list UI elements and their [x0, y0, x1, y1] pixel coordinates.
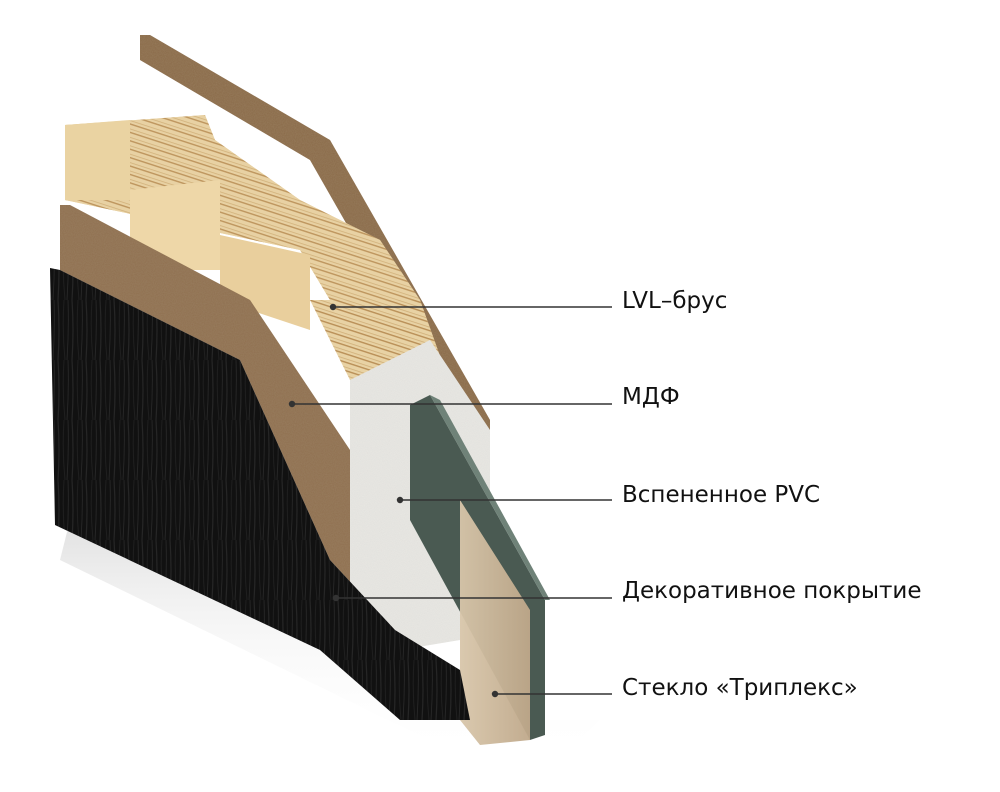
- label-foamed-pvc: Вспененное PVC: [622, 482, 821, 508]
- label-triplex-glass: Стекло «Триплекс»: [622, 675, 858, 701]
- leader-decorative-coating-dot: [332, 594, 340, 602]
- decorative-veneer: [50, 268, 470, 720]
- mdf-front-panel: [60, 205, 415, 640]
- label-decorative-coating: Декоративное покрытие: [622, 578, 922, 604]
- label-mdf: МДФ: [622, 384, 680, 410]
- leader-mdf-dot: [288, 400, 296, 408]
- leader-triplex-glass-dot: [491, 690, 499, 698]
- lvl-beam: [65, 115, 470, 440]
- leader-lvl-beam-dot: [329, 303, 337, 311]
- leader-foamed-pvc-dot: [396, 496, 404, 504]
- callout-leaders: [288, 303, 612, 698]
- triplex-glass: [410, 395, 550, 745]
- label-lvl-beam: LVL–брус: [622, 288, 728, 314]
